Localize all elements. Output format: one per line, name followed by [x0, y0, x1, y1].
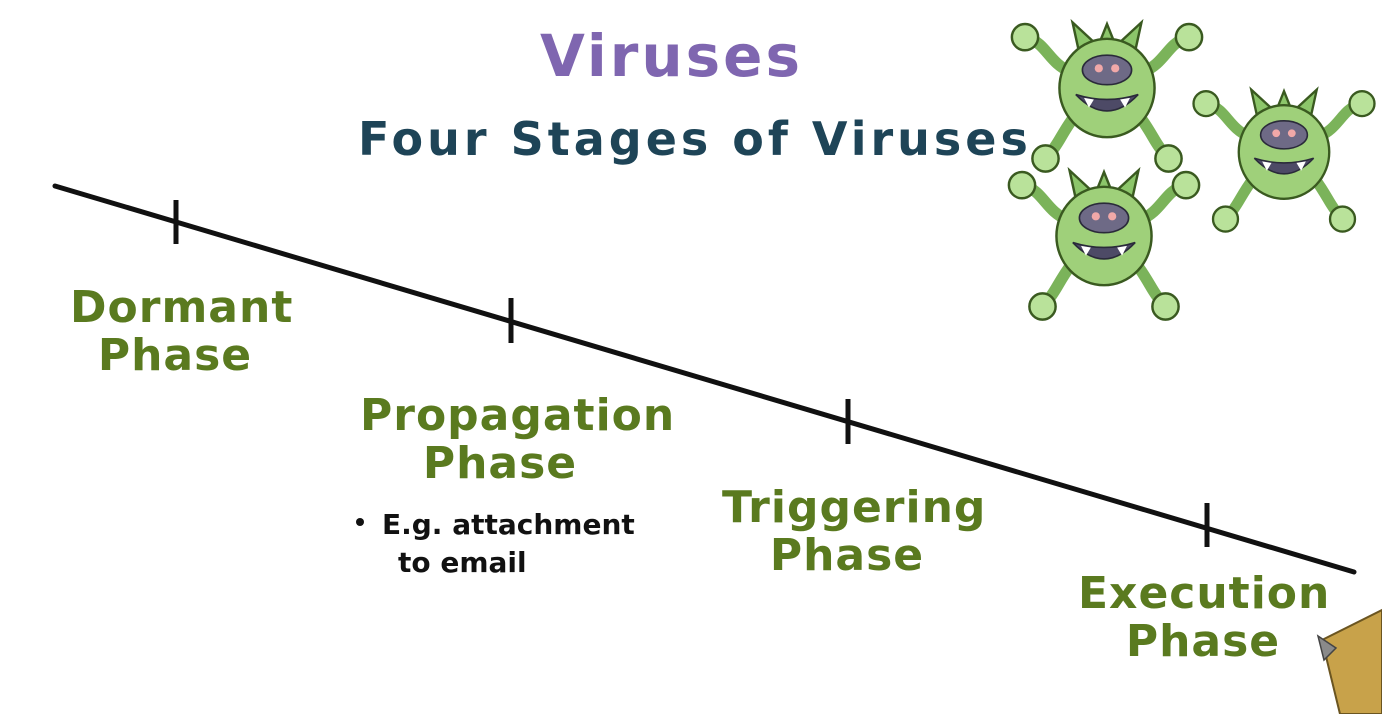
phase-dormant-line2: Phase — [97, 330, 253, 382]
timeline-line — [52, 183, 1357, 575]
phase-dormant: Dormant Phase — [70, 282, 294, 382]
diagram-subtitle: Four Stages of Viruses — [358, 112, 1032, 166]
virus-icon — [1012, 22, 1202, 171]
phase-propagation: Propagation Phase — [360, 390, 676, 490]
phase-triggering: Triggering Phase — [722, 482, 987, 582]
phase-execution-line2: Phase — [1125, 616, 1281, 668]
note-line2: to email — [398, 545, 527, 579]
phase-dormant-line1: Dormant — [70, 282, 294, 333]
diagram-title: Viruses — [540, 22, 804, 90]
phase-triggering-line1: Triggering — [722, 482, 987, 533]
propagation-note: E.g. attachment to email — [356, 506, 635, 582]
virus-icon — [1009, 170, 1199, 319]
phase-triggering-line2: Phase — [769, 530, 925, 582]
virus-icon — [1194, 90, 1375, 232]
phase-propagation-line2: Phase — [422, 438, 578, 490]
phase-execution: Execution Phase — [1078, 568, 1331, 668]
note-line1: E.g. attachment — [382, 508, 635, 541]
phase-propagation-line1: Propagation — [360, 390, 676, 441]
bullet-icon — [356, 518, 364, 526]
phase-execution-line1: Execution — [1078, 568, 1331, 619]
pen-tip-icon — [1316, 608, 1382, 714]
